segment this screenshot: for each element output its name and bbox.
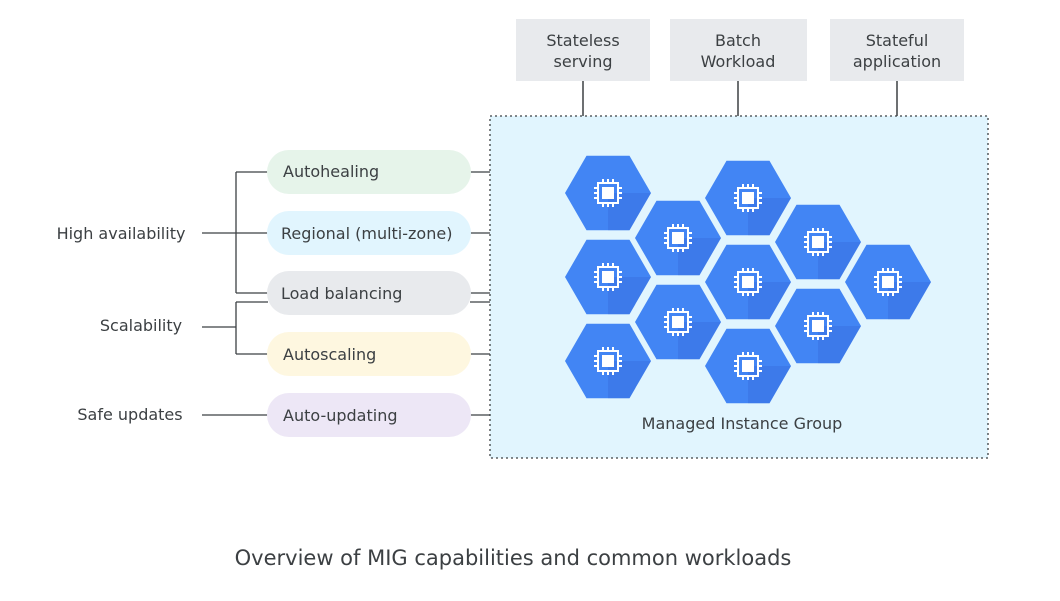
- capability-label: Autoscaling: [283, 345, 376, 364]
- instance-hexagon: [705, 160, 791, 236]
- figure-caption: Overview of MIG capabilities and common …: [234, 546, 792, 570]
- compute-chip-icon: [664, 224, 692, 252]
- compute-chip-icon: [594, 347, 622, 375]
- instance-hexagon: [845, 244, 931, 320]
- capability-label: Autohealing: [283, 162, 379, 181]
- instance-hexagon: [705, 328, 791, 404]
- connector-lines: [202, 171, 490, 416]
- instance-hexagon: [705, 244, 791, 320]
- managed-instance-group-label: Managed Instance Group: [642, 414, 843, 433]
- category-high-availability: High availability: [57, 224, 186, 243]
- workload-stateful-application: Stateful application: [830, 19, 964, 116]
- capability-autohealing: Autohealing: [267, 150, 471, 194]
- capability-regional: Regional (multi-zone): [267, 211, 471, 255]
- category-scalability: Scalability: [100, 316, 182, 335]
- capability-label: Regional (multi-zone): [281, 224, 452, 243]
- workload-label-line2: serving: [554, 52, 613, 71]
- capability-autoscaling: Autoscaling: [267, 332, 471, 376]
- compute-chip-icon: [734, 352, 762, 380]
- instance-hexagon: [565, 155, 651, 231]
- workload-stateless-serving: Stateless serving: [516, 19, 650, 116]
- instance-hexagon: [635, 200, 721, 276]
- capability-auto-updating: Auto-updating: [267, 393, 471, 437]
- compute-chip-icon: [664, 308, 692, 336]
- capability-label: Load balancing: [281, 284, 402, 303]
- compute-chip-icon: [804, 312, 832, 340]
- capability-label: Auto-updating: [283, 406, 398, 425]
- workload-label-line1: Stateful: [866, 31, 929, 50]
- instance-hexagons: [565, 155, 931, 404]
- workload-label-line1: Stateless: [546, 31, 619, 50]
- compute-chip-icon: [874, 268, 902, 296]
- compute-chip-icon: [734, 268, 762, 296]
- category-safe-updates: Safe updates: [77, 405, 182, 424]
- instance-hexagon: [565, 323, 651, 399]
- workload-label-line2: application: [853, 52, 941, 71]
- workload-label-line2: Workload: [701, 52, 776, 71]
- workload-label-line1: Batch: [715, 31, 761, 50]
- instance-hexagon: [635, 284, 721, 360]
- instance-hexagon: [775, 204, 861, 280]
- compute-chip-icon: [804, 228, 832, 256]
- compute-chip-icon: [734, 184, 762, 212]
- capability-load-balancing: Load balancing: [267, 271, 471, 315]
- instance-hexagon: [565, 239, 651, 315]
- compute-chip-icon: [594, 179, 622, 207]
- instance-hexagon: [775, 288, 861, 364]
- compute-chip-icon: [594, 263, 622, 291]
- workload-batch-workload: Batch Workload: [670, 19, 807, 116]
